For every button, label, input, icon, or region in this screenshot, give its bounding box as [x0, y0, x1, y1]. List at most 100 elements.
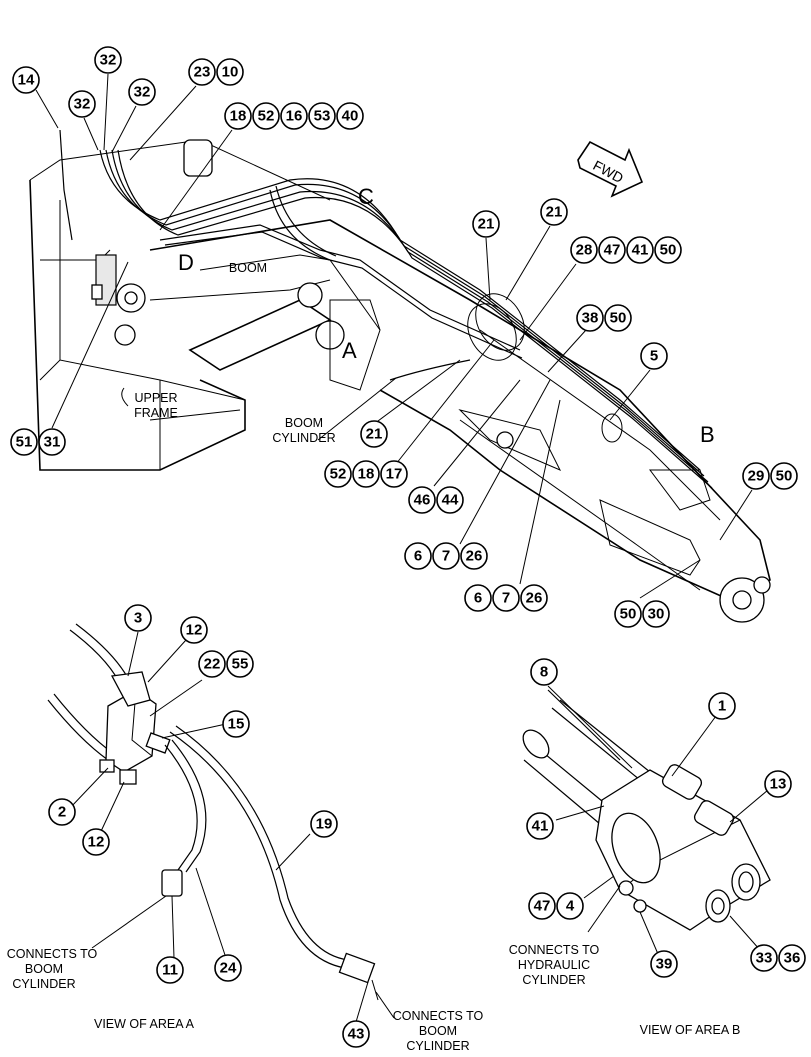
callout-17: 17 [380, 460, 408, 488]
callout-43: 43 [342, 1020, 370, 1048]
svg-text:55: 55 [232, 656, 249, 673]
view-area-a-drawing [47, 623, 379, 1001]
svg-text:51: 51 [16, 434, 33, 451]
svg-text:32: 32 [74, 96, 91, 113]
callout-23: 23 [188, 58, 216, 86]
callout-8: 8 [530, 658, 558, 686]
callout-31: 31 [38, 428, 66, 456]
callout-44: 44 [436, 486, 464, 514]
connects-boom-cylinder-b-line1: CONNECTS TO [393, 1009, 484, 1023]
svg-text:43: 43 [348, 1026, 365, 1043]
svg-text:18: 18 [230, 108, 247, 125]
svg-text:19: 19 [316, 816, 333, 833]
callout-32: 32 [128, 78, 156, 106]
svg-text:41: 41 [632, 242, 649, 259]
svg-text:12: 12 [88, 834, 105, 851]
svg-text:23: 23 [194, 64, 211, 81]
svg-text:39: 39 [656, 956, 673, 973]
callout-6: 6 [404, 542, 432, 570]
svg-text:44: 44 [442, 492, 459, 509]
svg-text:8: 8 [540, 664, 548, 681]
callout-18: 18 [224, 102, 252, 130]
upper-frame-label-line2: FRAME [134, 406, 178, 420]
svg-text:22: 22 [204, 656, 221, 673]
svg-text:21: 21 [478, 216, 495, 233]
callout-11: 11 [156, 956, 184, 984]
boom-label: BOOM [229, 261, 267, 275]
svg-text:50: 50 [660, 242, 677, 259]
connects-hydraulic-cylinder-line1: CONNECTS TO [509, 943, 600, 957]
view-area-a-leaders [69, 631, 395, 1023]
callout-38: 38 [576, 304, 604, 332]
callout-32: 32 [94, 46, 122, 74]
callout-39: 39 [650, 950, 678, 978]
callout-6: 6 [464, 584, 492, 612]
svg-text:29: 29 [748, 468, 765, 485]
svg-text:7: 7 [502, 590, 510, 607]
callout-10: 10 [216, 58, 244, 86]
callout-24: 24 [214, 954, 242, 982]
callout-41: 41 [526, 812, 554, 840]
svg-text:13: 13 [770, 776, 787, 793]
callout-32: 32 [68, 90, 96, 118]
area-letter-a: A [342, 338, 357, 363]
svg-text:1: 1 [718, 698, 726, 715]
callout-30: 30 [642, 600, 670, 628]
svg-text:12: 12 [186, 622, 203, 639]
callout-1: 1 [708, 692, 736, 720]
callout-7: 7 [432, 542, 460, 570]
svg-text:50: 50 [610, 310, 627, 327]
connects-boom-cylinder-a-line2: BOOM [25, 962, 63, 976]
svg-text:6: 6 [474, 590, 482, 607]
connects-boom-cylinder-a-line3: CYLINDER [12, 977, 75, 991]
callout-50: 50 [604, 304, 632, 332]
svg-text:7: 7 [442, 548, 450, 565]
callout-29: 29 [742, 462, 770, 490]
svg-text:28: 28 [576, 242, 593, 259]
callout-19: 19 [310, 810, 338, 838]
svg-text:4: 4 [566, 898, 575, 915]
callout-21: 21 [540, 198, 568, 226]
svg-text:6: 6 [414, 548, 422, 565]
callout-7: 7 [492, 584, 520, 612]
view-area-b-title: VIEW OF AREA B [640, 1023, 741, 1037]
svg-text:32: 32 [134, 84, 151, 101]
area-letter-c: C [358, 184, 374, 209]
svg-text:26: 26 [466, 548, 483, 565]
connects-boom-cylinder-b-line3: CYLINDER [406, 1039, 469, 1053]
svg-text:2: 2 [58, 804, 66, 821]
view-area-b-leaders [547, 685, 769, 955]
connects-hydraulic-cylinder-line3: CYLINDER [522, 973, 585, 987]
callout-13: 13 [764, 770, 792, 798]
svg-text:11: 11 [162, 962, 178, 979]
svg-text:30: 30 [648, 606, 665, 623]
svg-text:5: 5 [650, 348, 658, 365]
svg-text:50: 50 [620, 606, 637, 623]
view-area-a-title: VIEW OF AREA A [94, 1017, 195, 1031]
callout-18: 18 [352, 460, 380, 488]
svg-text:10: 10 [222, 64, 239, 81]
svg-text:53: 53 [314, 108, 331, 125]
callout-51: 51 [10, 428, 38, 456]
callout-55: 55 [226, 650, 254, 678]
svg-text:32: 32 [100, 52, 117, 69]
callout-52: 52 [252, 102, 280, 130]
callout-12: 12 [180, 616, 208, 644]
svg-text:38: 38 [582, 310, 599, 327]
svg-text:21: 21 [546, 204, 563, 221]
svg-text:26: 26 [526, 590, 543, 607]
svg-text:47: 47 [534, 898, 551, 915]
area-letter-d: D [178, 250, 194, 275]
callout-47: 47 [598, 236, 626, 264]
svg-text:36: 36 [784, 950, 801, 967]
callout-26: 26 [460, 542, 488, 570]
callout-12: 12 [82, 828, 110, 856]
connects-boom-cylinder-b-line2: BOOM [419, 1024, 457, 1038]
callout-28: 28 [570, 236, 598, 264]
callout-3: 3 [124, 604, 152, 632]
svg-text:31: 31 [44, 434, 61, 451]
callout-26: 26 [520, 584, 548, 612]
boom-cylinder-label-line1: BOOM [285, 416, 323, 430]
callout-14: 14 [12, 66, 40, 94]
svg-text:3: 3 [134, 610, 142, 627]
